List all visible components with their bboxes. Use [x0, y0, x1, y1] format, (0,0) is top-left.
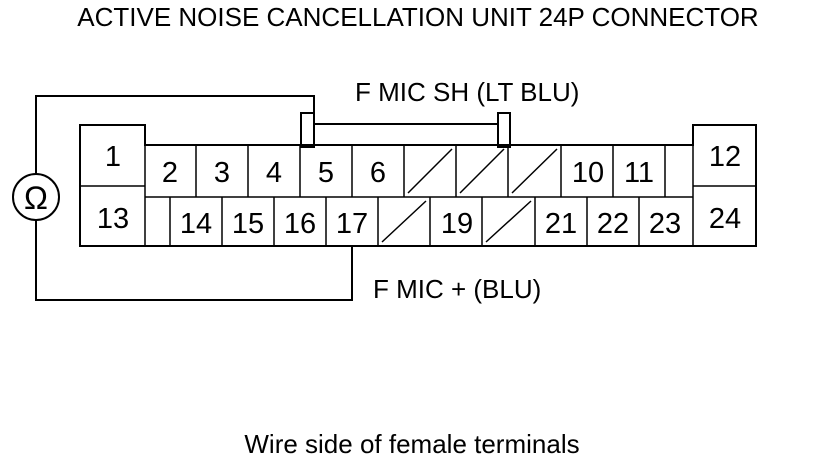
page-title: ACTIVE NOISE CANCELLATION UNIT 24P CONNE… [77, 2, 758, 32]
terminal-24: 24 [709, 203, 741, 235]
connector-body [79, 124, 757, 247]
terminal-1: 1 [105, 141, 121, 173]
terminal-4: 4 [266, 157, 282, 189]
terminal-17: 17 [336, 208, 368, 240]
ohmmeter-lead-to-terminal-17 [35, 218, 353, 301]
top-row-grid [195, 145, 666, 197]
terminal-14: 14 [180, 208, 212, 240]
terminal-12: 12 [709, 141, 741, 173]
terminal-22: 22 [597, 208, 629, 240]
empty-cavity-9 [511, 148, 558, 194]
wire-label-f-mic-sh: F MIC SH (LT BLU) [355, 77, 579, 107]
shield-tab-left [300, 112, 315, 148]
terminal-11: 11 [624, 157, 654, 189]
terminal-2: 2 [162, 157, 178, 189]
empty-cavity-18 [381, 200, 427, 243]
terminal-15: 15 [232, 208, 264, 240]
terminal-13: 13 [97, 203, 129, 235]
terminal-labels: 1 13 2 3 4 5 6 10 11 12 24 14 15 16 17 1… [97, 141, 741, 240]
terminal-19: 19 [441, 208, 473, 240]
ohmmeter: Ω [12, 173, 60, 221]
empty-cavity-8 [459, 148, 505, 194]
terminal-5: 5 [318, 157, 334, 189]
wire-label-f-mic-plus: F MIC + (BLU) [373, 274, 541, 304]
caption: Wire side of female terminals [244, 429, 579, 459]
shield-tab-right [497, 112, 511, 148]
terminal-23: 23 [649, 208, 681, 240]
terminal-10: 10 [572, 157, 604, 189]
terminal-21: 21 [545, 208, 577, 240]
ohmmeter-icon [12, 173, 60, 221]
empty-cavity-7 [407, 148, 453, 194]
terminal-6: 6 [370, 157, 386, 189]
ohm-symbol: Ω [24, 180, 48, 216]
empty-cavity-20 [485, 200, 532, 243]
terminal-16: 16 [284, 208, 316, 240]
shield-bridge [300, 112, 511, 148]
terminal-3: 3 [214, 157, 230, 189]
bottom-row-grid [169, 197, 640, 246]
